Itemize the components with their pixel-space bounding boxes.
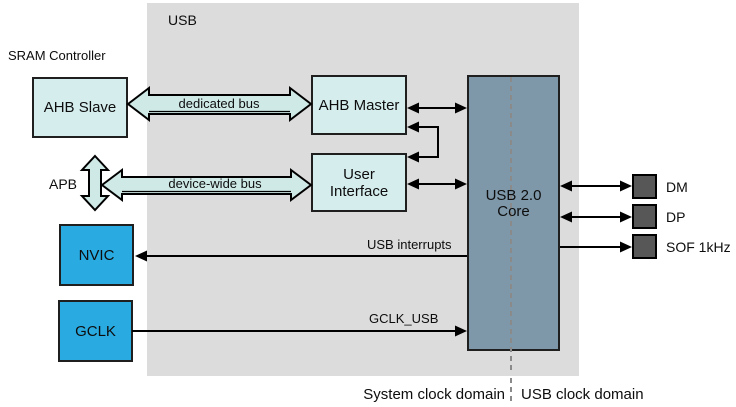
sof-1khz-label: SOF 1kHz [666, 239, 731, 255]
nvic-block: NVIC [59, 224, 134, 286]
dp-label: DP [666, 209, 686, 225]
ahb-slave-label: AHB Slave [43, 99, 117, 116]
dm-label: DM [666, 179, 688, 195]
ahb-master-block: AHB Master [311, 75, 407, 135]
apb-bus-arrow [79, 154, 111, 212]
dm-pad-square [632, 174, 657, 199]
gclk-label: GCLK [75, 322, 116, 340]
usb-clock-domain-label: USB clock domain [521, 386, 644, 403]
usb-box-title: USB [168, 12, 197, 28]
sof-pad-square [632, 234, 657, 259]
user-interface-label: User Interface [329, 165, 389, 200]
device-wide-bus-label: device-wide bus [168, 176, 262, 191]
usb-2-0-core-label: USB 2.0 Core [485, 187, 542, 220]
ahb-master-label: AHB Master [318, 96, 400, 114]
dp-pad-square [632, 204, 657, 229]
apb-label: APB [49, 176, 78, 192]
dedicated-bus-label: dedicated bus [178, 96, 260, 111]
usb-interrupts-label: USB interrupts [367, 237, 452, 252]
user-interface-block: User Interface [311, 153, 407, 212]
gclk-block: GCLK [58, 300, 133, 362]
gclk-usb-label: GCLK_USB [369, 311, 439, 326]
nvic-label: NVIC [78, 246, 115, 264]
ahb-slave-block: AHB Slave [32, 77, 128, 138]
usb-2-0-core-block [467, 75, 560, 351]
system-clock-domain-label: System clock domain [363, 386, 505, 403]
sram-controller-label: SRAM Controller [8, 48, 106, 63]
